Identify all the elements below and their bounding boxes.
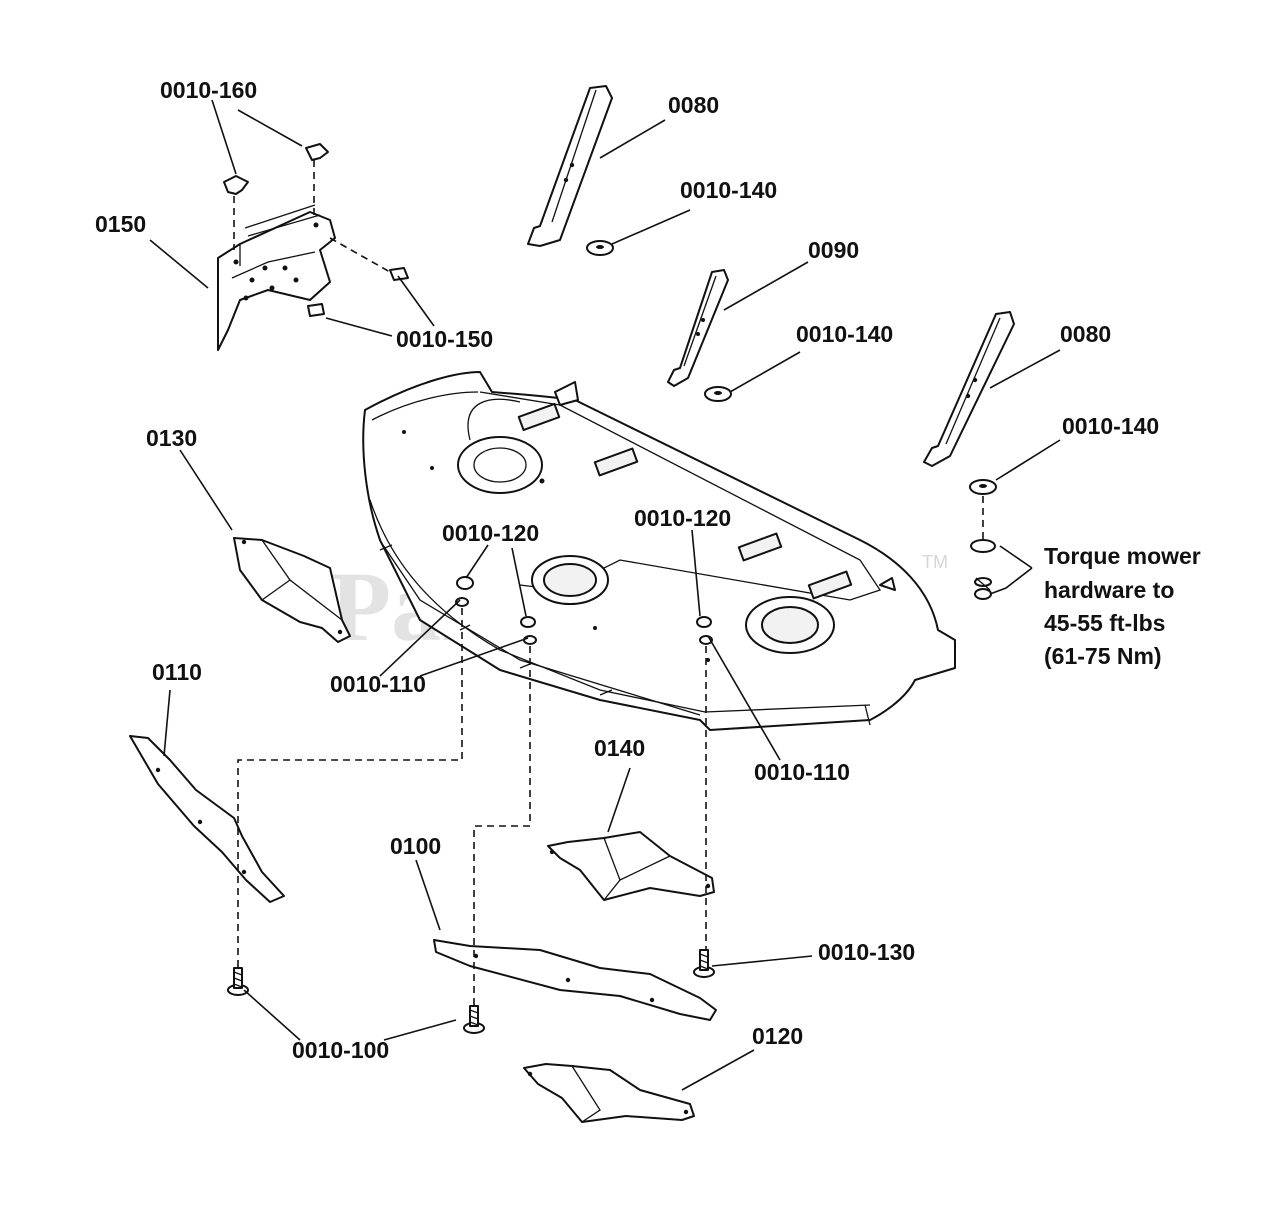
label-0100: 0100 (390, 833, 441, 859)
label-0010-110-right: 0010-110 (754, 759, 850, 785)
discharge-chute-0150 (217, 204, 336, 351)
mower-hardware-stack (970, 496, 996, 600)
bolt-0010-100-left (227, 967, 249, 996)
washer-0010-140-b (704, 386, 732, 402)
label-0150: 0150 (95, 211, 146, 237)
blade-0080-top (527, 85, 613, 247)
torque-note: Torque mower hardware to 45-55 ft-lbs (6… (1044, 543, 1201, 669)
label-0080-right: 0080 (1060, 321, 1111, 347)
torque-note-line4: (61-75 Nm) (1044, 643, 1162, 669)
watermark-tm: TM (922, 552, 948, 572)
baffle-0100 (433, 939, 717, 1021)
label-0010-140-b: 0010-140 (796, 321, 893, 347)
label-0010-130: 0010-130 (818, 939, 915, 965)
baffle-0130 (233, 537, 351, 643)
label-0010-140-c: 0010-140 (1062, 413, 1159, 439)
baffle-0140 (547, 831, 715, 901)
bolt-0010-100-right (463, 1005, 485, 1034)
label-0010-120-right: 0010-120 (634, 505, 731, 531)
label-0010-110-left: 0010-110 (330, 671, 426, 697)
bolt-0010-130 (693, 949, 715, 978)
mower-deck-housing (362, 371, 956, 731)
torque-note-line2: hardware to (1044, 577, 1174, 603)
label-0010-100: 0010-100 (292, 1037, 389, 1063)
washer-0010-140-c (969, 479, 997, 495)
blade-0080-right (923, 311, 1015, 467)
nut-0010-120-mid (520, 616, 537, 645)
label-0090: 0090 (808, 237, 859, 263)
assembly-lines (237, 608, 707, 1006)
label-0080-top: 0080 (668, 92, 719, 118)
nut-0010-150 (307, 237, 409, 317)
torque-note-line3: 45-55 ft-lbs (1044, 610, 1165, 636)
label-0010-140-a: 0010-140 (680, 177, 777, 203)
leader-lines (149, 99, 1061, 1091)
label-0010-160: 0010-160 (160, 77, 257, 103)
label-0010-150: 0010-150 (396, 326, 493, 352)
torque-note-line1: Torque mower (1044, 543, 1201, 569)
baffle-0110 (129, 735, 285, 903)
label-0140: 0140 (594, 735, 645, 761)
washer-0010-140-a (586, 240, 614, 256)
label-0130: 0130 (146, 425, 197, 451)
baffle-0120 (523, 1063, 695, 1123)
label-0120: 0120 (752, 1023, 803, 1049)
blade-0090 (667, 269, 729, 387)
label-0110: 0110 (152, 659, 202, 685)
hinge-pin-0010-160 (223, 143, 329, 250)
label-0010-120-left: 0010-120 (442, 520, 539, 546)
